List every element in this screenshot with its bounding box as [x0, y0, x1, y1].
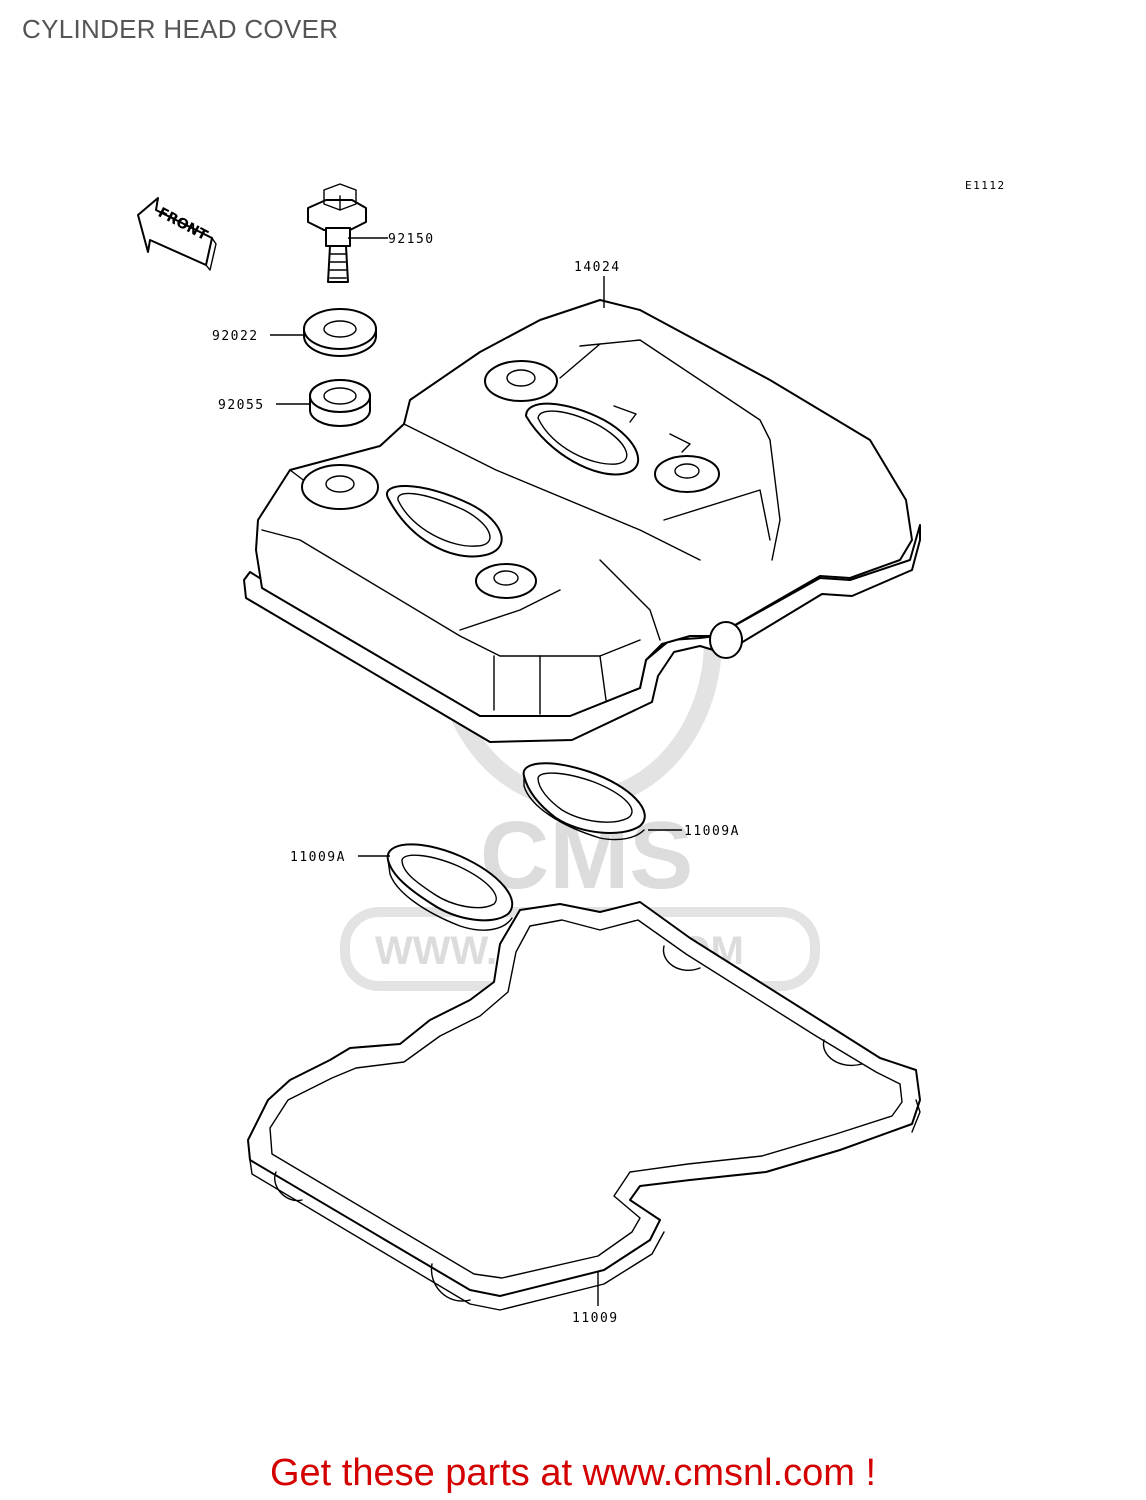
washer-92022 — [303, 308, 377, 357]
parts-diagram: CMS WWW.CMSNL.COM E1112 FRONT — [137, 179, 1006, 1326]
callout-11009a-upper: 11009A — [684, 824, 740, 839]
callout-92055: 92055 — [218, 398, 265, 413]
callout-11009a-lower: 11009A — [290, 850, 346, 865]
head-cover-gasket-11009 — [247, 901, 921, 1311]
leader-lines — [270, 237, 682, 1306]
head-cover-14024 — [243, 299, 921, 743]
gasket-11009a-upper — [522, 762, 646, 841]
page-title: CYLINDER HEAD COVER — [22, 14, 339, 44]
front-arrow-icon: FRONT — [137, 197, 217, 271]
callout-14024: 14024 — [574, 260, 621, 275]
grommet-92055 — [309, 379, 371, 427]
drawing-code: E1112 — [965, 179, 1006, 192]
bolt-92150 — [307, 183, 367, 283]
gasket-11009a-lower — [386, 843, 514, 931]
callout-11009: 11009 — [572, 1311, 619, 1326]
footer-link[interactable]: Get these parts at www.cmsnl.com ! — [269, 1452, 877, 1494]
callout-92150: 92150 — [388, 232, 435, 247]
callout-92022: 92022 — [212, 329, 259, 344]
